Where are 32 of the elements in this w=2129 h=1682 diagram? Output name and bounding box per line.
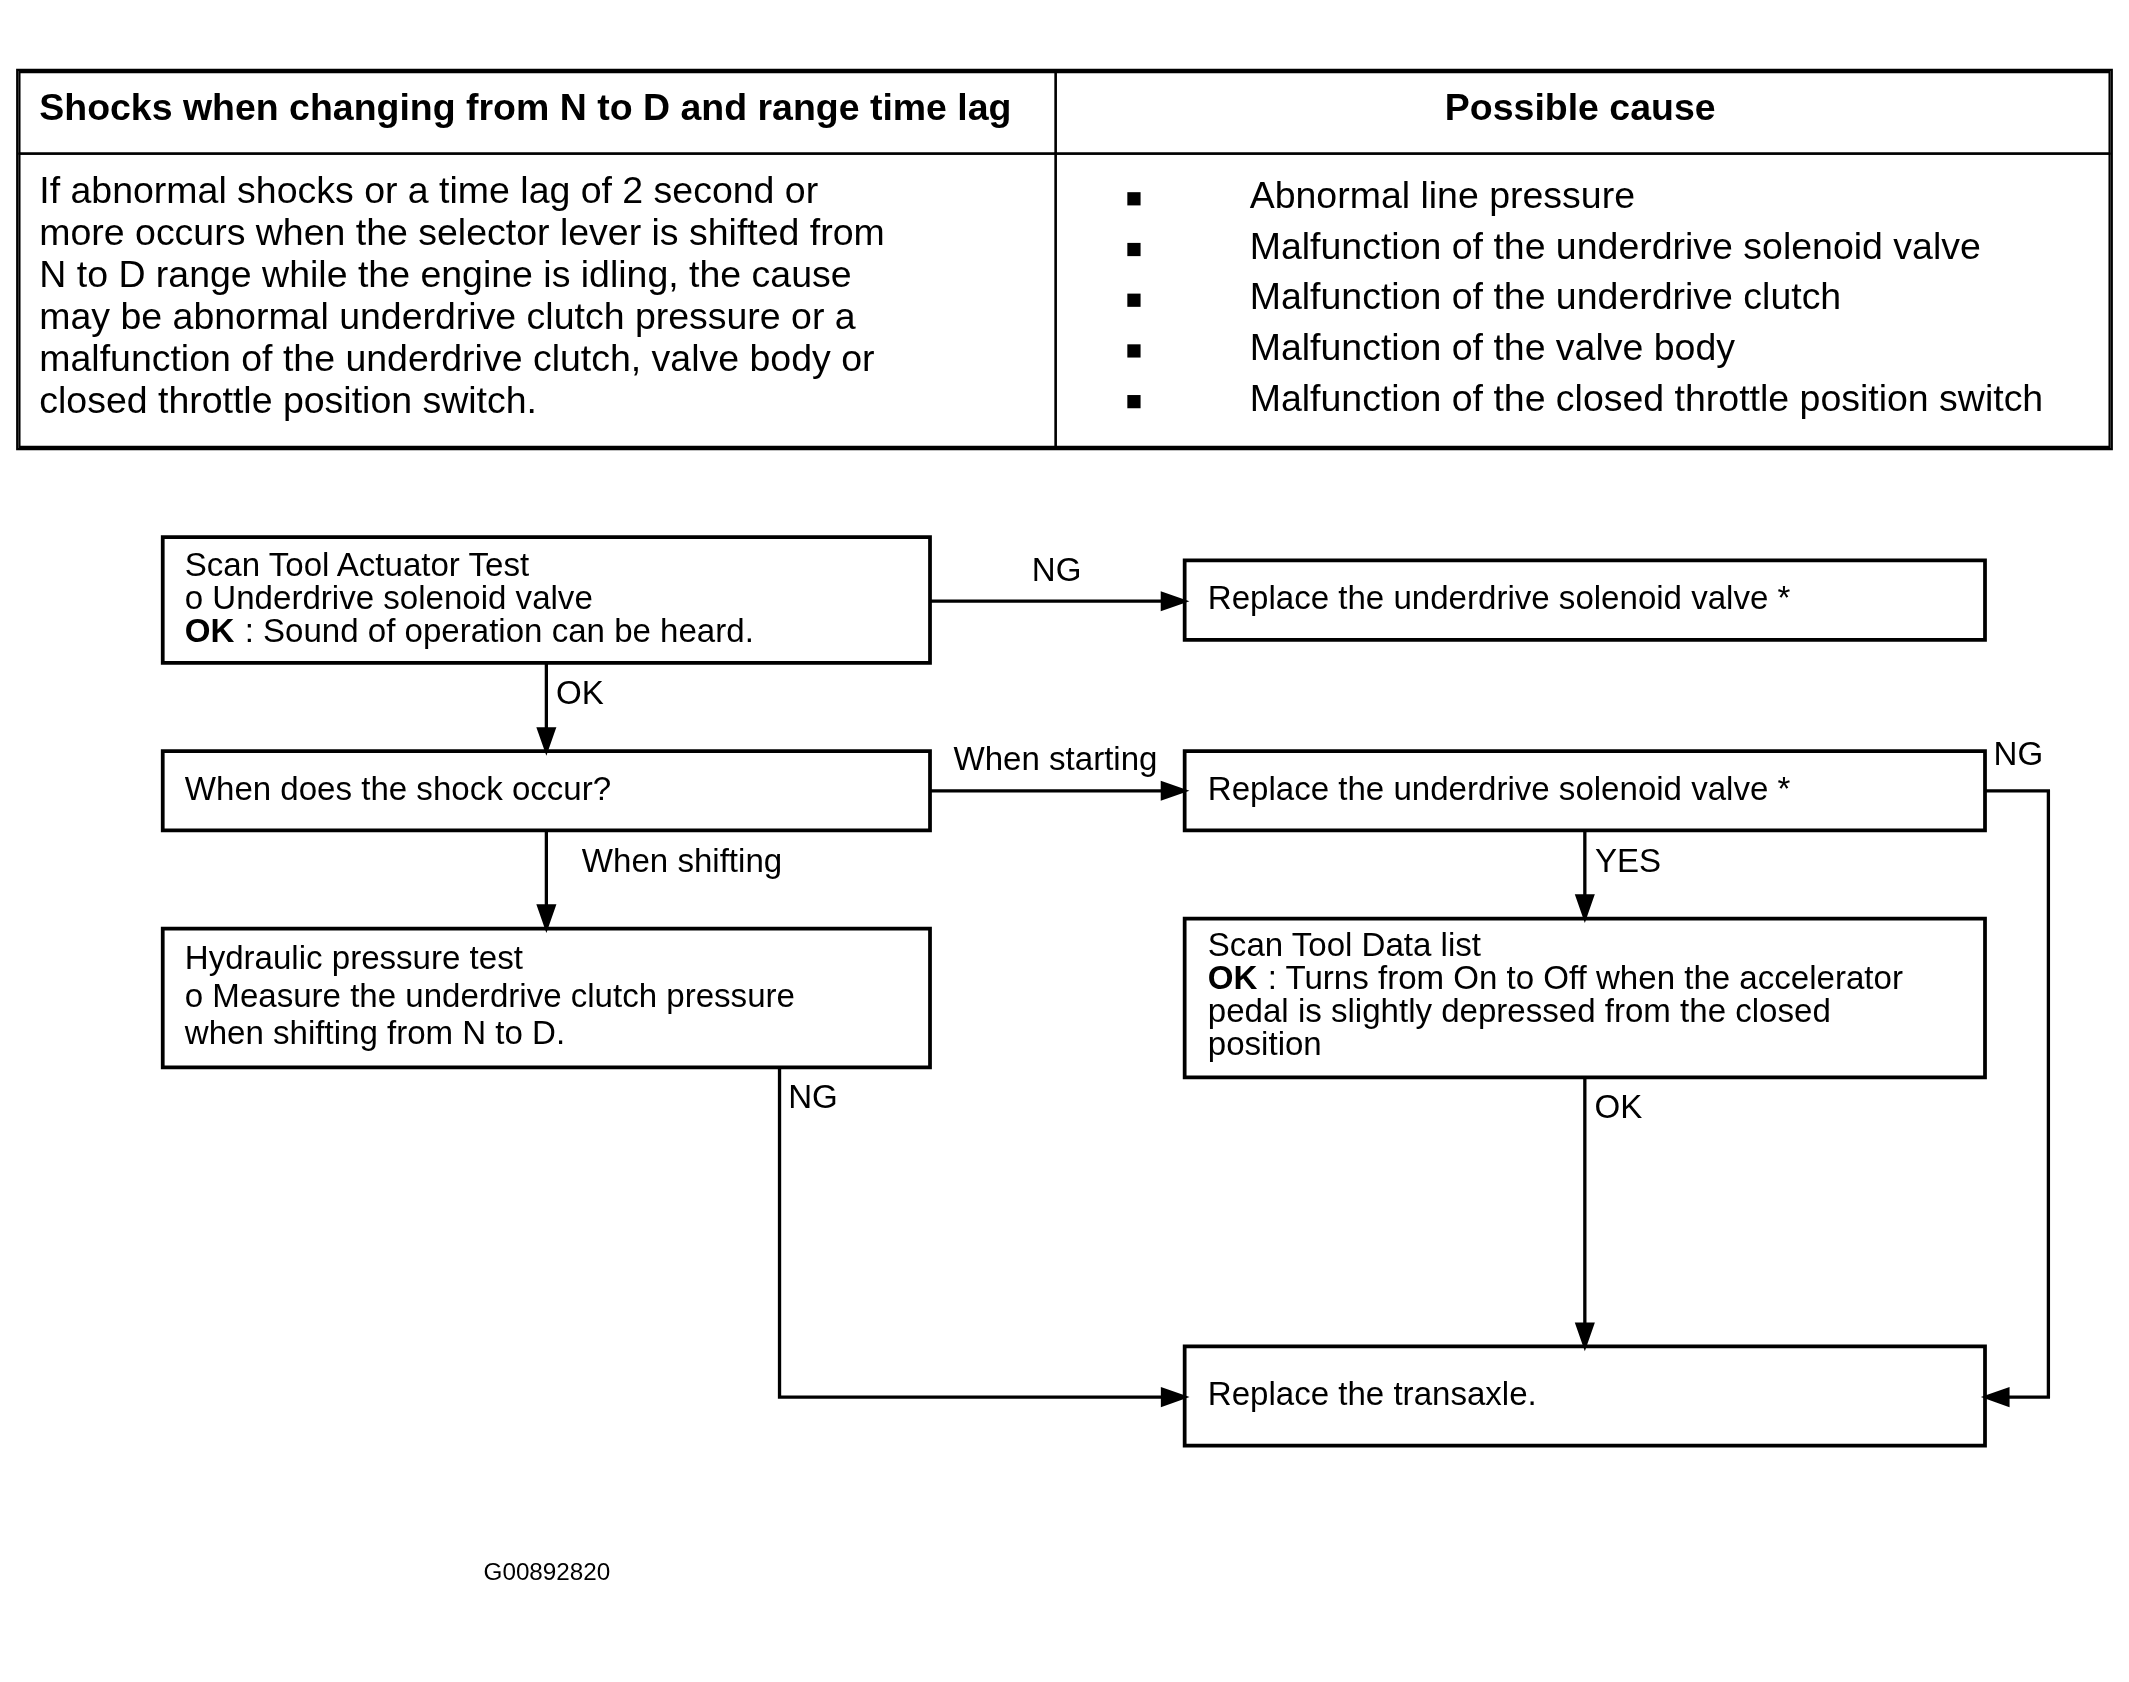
node-box: Replace the underdrive solenoid valve * xyxy=(1182,748,1987,832)
arrow xyxy=(1980,788,2051,1407)
node-box: Scan Tool Data list OK : Turns from On to Off when the accelerator pedal is slightly depressed from the closed position xyxy=(1182,916,1987,1079)
edge-label: NG xyxy=(1031,550,1082,588)
arrow xyxy=(1574,1077,1595,1351)
arrow xyxy=(536,663,557,756)
arrow xyxy=(1574,830,1595,923)
edge-label: NG xyxy=(788,1077,838,1115)
node-box: Hydraulic pressure test o Measure the underdrive clutch pressure when shifting from N to D. xyxy=(160,926,932,1069)
edge-label: OK xyxy=(1594,1087,1643,1125)
label: Abnormal line pressure xyxy=(1249,173,1635,216)
edge-label: NG xyxy=(1993,734,2044,772)
label: Malfunction of the valve body xyxy=(1249,325,1736,368)
node-box: Replace the transaxle. xyxy=(1182,1344,1987,1447)
edge-label: OK xyxy=(556,673,604,711)
label: Possible cause xyxy=(1444,85,1716,128)
edge-label: When starting xyxy=(953,739,1158,777)
label: If abnormal shocks or a time lag of 2 second or more occurs when the selector lever is shifted from N to D range while the engine is idling, the cause may be abnormal underdrive clutch pressure or a malfunction of the underdrive clutch, valve body or closed throttle position switch. xyxy=(39,168,885,421)
arrow xyxy=(777,1067,1190,1407)
edge-label: YES xyxy=(1595,841,1662,879)
label: G00892820 xyxy=(483,1557,611,1585)
node-box: When does the shock occur? xyxy=(160,748,932,832)
arrow xyxy=(930,590,1190,611)
node-box: Scan Tool Actuator Test o Underdrive solenoid valve OK : Sound of operation can be heard. xyxy=(160,534,932,665)
label: Malfunction of the underdrive clutch xyxy=(1249,274,1842,317)
node-box: Replace the underdrive solenoid valve * xyxy=(1182,558,1987,642)
arrow xyxy=(930,780,1190,801)
label: Malfunction of the closed throttle position switch xyxy=(1249,376,2044,419)
label: Malfunction of the underdrive solenoid valve xyxy=(1249,224,1981,267)
arrow xyxy=(536,830,557,933)
label: Shocks when changing from N to D and range time lag xyxy=(39,85,1012,128)
edge-label: When shifting xyxy=(581,841,783,879)
